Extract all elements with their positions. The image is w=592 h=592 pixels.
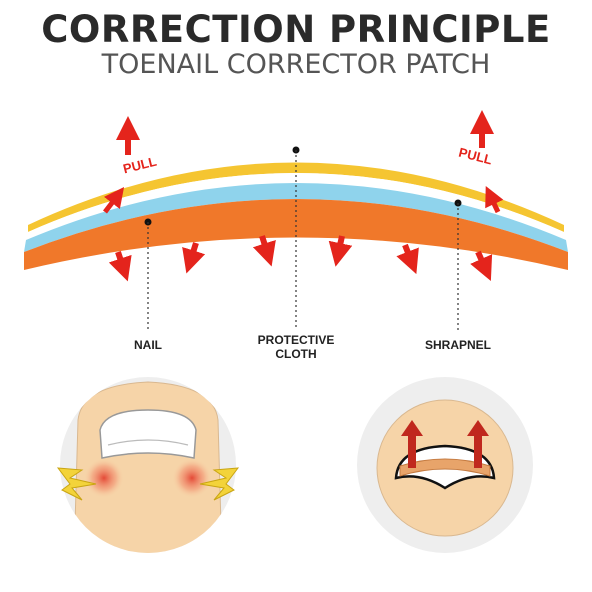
after-toe-illustration <box>357 377 533 553</box>
arrow-down-icon <box>108 251 132 282</box>
arrow-down-icon <box>470 250 493 281</box>
arrow-down-icon <box>396 243 419 275</box>
arrow-up-icon <box>485 185 504 214</box>
blue-band <box>24 183 568 252</box>
yellow-band <box>28 162 564 232</box>
nail-arc <box>24 162 568 270</box>
arrow-up-icon <box>467 420 489 468</box>
white-gap <box>26 173 566 240</box>
page-subtitle: TOENAIL CORRECTOR PATCH <box>101 49 491 80</box>
arrow-up-icon <box>103 187 125 214</box>
pull-label-left: PULL <box>122 154 159 177</box>
protective-label-line1: PROTECTIVE <box>258 333 335 347</box>
orange-nail <box>24 199 568 270</box>
lightning-left-icon <box>56 467 97 501</box>
pull-arrows <box>103 110 504 214</box>
arrow-down-icon <box>328 235 353 267</box>
pain-spot-right <box>172 458 212 498</box>
pull-label-right: PULL <box>457 145 494 168</box>
arrow-up-icon <box>401 420 423 468</box>
leader-lines <box>144 146 462 330</box>
arrow-down-icon <box>252 235 276 267</box>
lightning-right-icon <box>199 467 240 501</box>
before-toe-illustration <box>56 377 240 553</box>
page-title: CORRECTION PRINCIPLE <box>41 8 551 51</box>
shrapnel-label: SHRAPNEL <box>425 338 491 352</box>
press-arrows <box>108 235 493 282</box>
toenail <box>99 409 197 459</box>
nail-label: NAIL <box>134 338 162 352</box>
arrow-down-icon <box>182 242 206 274</box>
protective-label-line2: CLOTH <box>275 347 316 361</box>
corrector-patch <box>399 458 491 477</box>
pain-spot-left <box>84 458 124 498</box>
